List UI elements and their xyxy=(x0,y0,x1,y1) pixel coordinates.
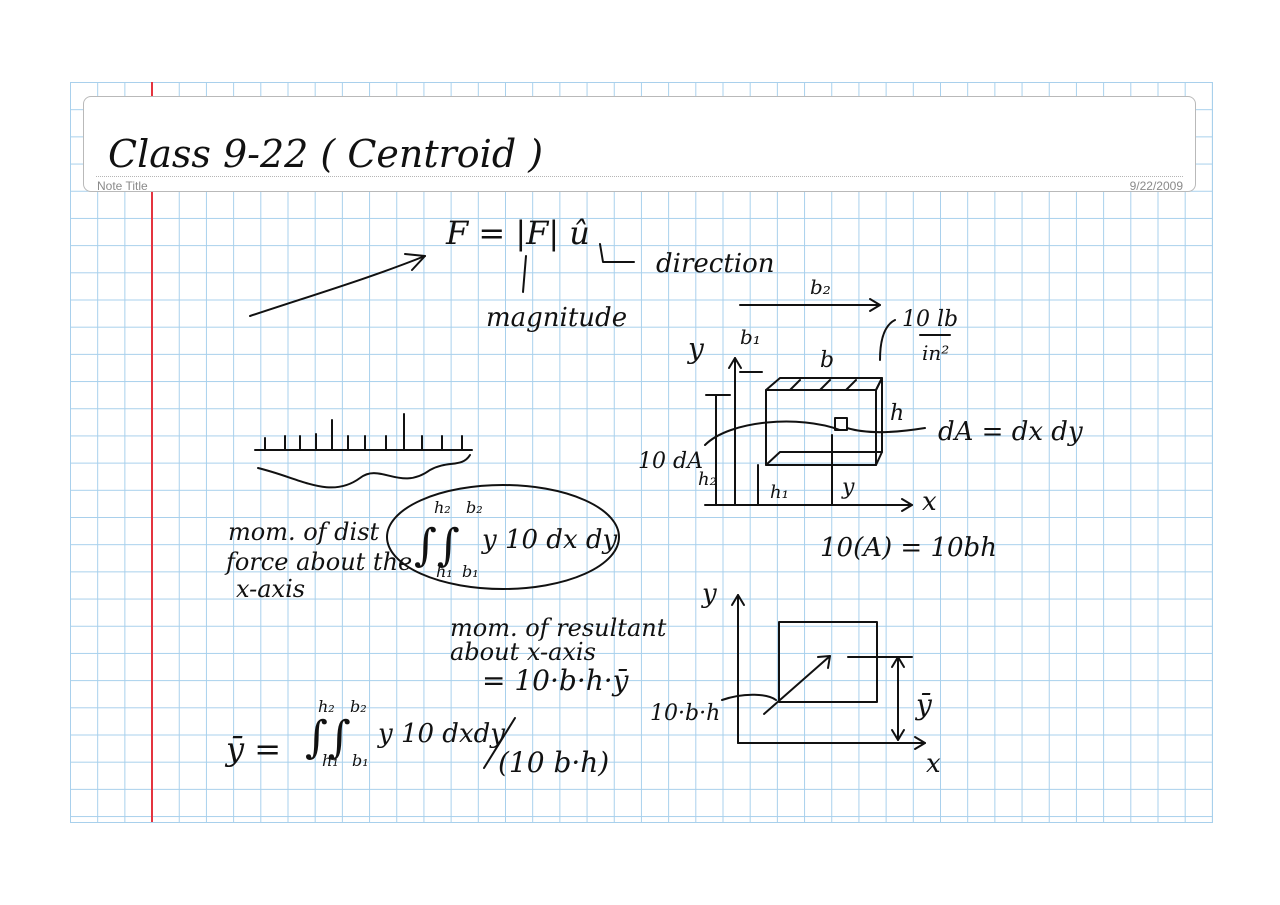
b2-dimension-label: b₂ xyxy=(810,275,831,299)
note-title-box[interactable]: Note Title 9/22/2009 xyxy=(83,96,1196,193)
resultant-plate xyxy=(778,621,878,703)
y-axis-top-head xyxy=(728,357,742,369)
y-axis-bottom-head xyxy=(731,594,745,606)
x-axis-bottom-head xyxy=(914,736,926,750)
x-axis-top-head xyxy=(901,498,913,512)
y-coordinate-label: y xyxy=(841,475,855,500)
note-title[interactable]: Class 9-22 ( Centroid ) xyxy=(108,132,543,176)
force-equation: F = |F| û xyxy=(445,214,590,252)
note-date: 9/22/2009 xyxy=(1129,179,1183,193)
ybar-lower-h: h₁ xyxy=(322,751,339,770)
plate-top-face xyxy=(765,377,883,391)
plate-side-face xyxy=(875,377,883,466)
force-arrow xyxy=(249,255,426,317)
dA-equation: dA = dx dy xyxy=(938,417,1083,447)
integral-symbols: ∫∫ xyxy=(414,520,460,571)
integral-enclosure xyxy=(386,484,620,590)
plate-bottom-face xyxy=(765,451,883,466)
distributed-load-curve xyxy=(257,454,471,489)
h1-dimension-label: h₁ xyxy=(770,482,789,503)
ybar-dimension-head-top xyxy=(891,656,905,668)
direction-pointer xyxy=(599,243,635,263)
ybar-division-slash xyxy=(483,717,516,769)
h2-dimension-label: h₂ xyxy=(698,469,717,490)
ybar-dimension-label: ȳ xyxy=(914,688,933,721)
h-dimension-label: h xyxy=(890,401,904,426)
load-label: 10 lb xyxy=(902,307,958,332)
y-axis-label-bottom: y xyxy=(701,579,717,609)
moment-resultant-line-3: = 10·b·h·ȳ xyxy=(482,664,630,697)
ybar-integrand: y 10 dxdy xyxy=(377,719,505,749)
plate-front xyxy=(765,389,877,466)
integral-upper-h: h₂ xyxy=(434,498,451,517)
moment-dist-line-2: force about the xyxy=(224,548,412,576)
dA-pointer xyxy=(846,427,926,434)
ybar-lower-b: b₁ xyxy=(352,751,369,770)
load-unit: in² xyxy=(922,341,949,365)
integral-lower-h: h₁ xyxy=(436,562,453,581)
ybar-upper-h: h₂ xyxy=(318,697,335,716)
title-rule xyxy=(96,176,1183,177)
ten-dA-arc xyxy=(704,420,841,446)
load-arrow-3 xyxy=(845,379,857,391)
load-arrow-1 xyxy=(789,379,801,391)
x-axis-label-top: x xyxy=(922,487,937,517)
x-axis-label-bottom: x xyxy=(926,749,941,779)
integral-upper-b: b₂ xyxy=(466,498,483,517)
moment-resultant-line-2: about x-axis xyxy=(450,638,596,666)
load-pointer xyxy=(879,319,896,361)
moment-dist-line-1: mom. of dist xyxy=(228,518,380,546)
b2-dimension-head xyxy=(869,298,881,312)
force-arrow-head xyxy=(404,253,426,271)
grid-paper xyxy=(70,82,1213,823)
integral-lower-b: b₁ xyxy=(462,562,479,581)
moment-resultant-line-1: mom. of resultant xyxy=(450,614,667,642)
integral-integrand: y 10 dx dy xyxy=(481,525,618,555)
magnitude-label: magnitude xyxy=(486,303,627,333)
magnitude-pointer xyxy=(522,255,527,293)
load-arrow-2 xyxy=(819,379,831,391)
note-title-label: Note Title xyxy=(97,179,148,193)
resultant-label-pointer xyxy=(721,693,777,701)
ybar-dimension-head-bottom xyxy=(891,729,905,741)
b-dimension-label: b xyxy=(820,348,834,373)
ten-dA-label: 10 dA xyxy=(638,449,703,474)
direction-label: direction xyxy=(656,249,775,279)
resultant-force-arrow xyxy=(763,655,831,715)
b1-dimension-label: b₁ xyxy=(740,325,761,349)
y-axis-label-top: y xyxy=(686,332,705,365)
ybar-upper-b: b₂ xyxy=(350,697,367,716)
ybar-integral-symbols: ∫∫ xyxy=(305,712,351,763)
ybar-denominator: (10 b·h) xyxy=(498,746,609,779)
margin-line xyxy=(151,82,153,822)
resultant-force-label: 10·b·h xyxy=(650,701,720,726)
total-force-equation: 10(A) = 10bh xyxy=(820,533,997,563)
moment-dist-line-3: x-axis xyxy=(236,575,305,603)
resultant-force-head xyxy=(817,655,831,669)
ybar-equation-lhs: ȳ = xyxy=(224,730,281,768)
